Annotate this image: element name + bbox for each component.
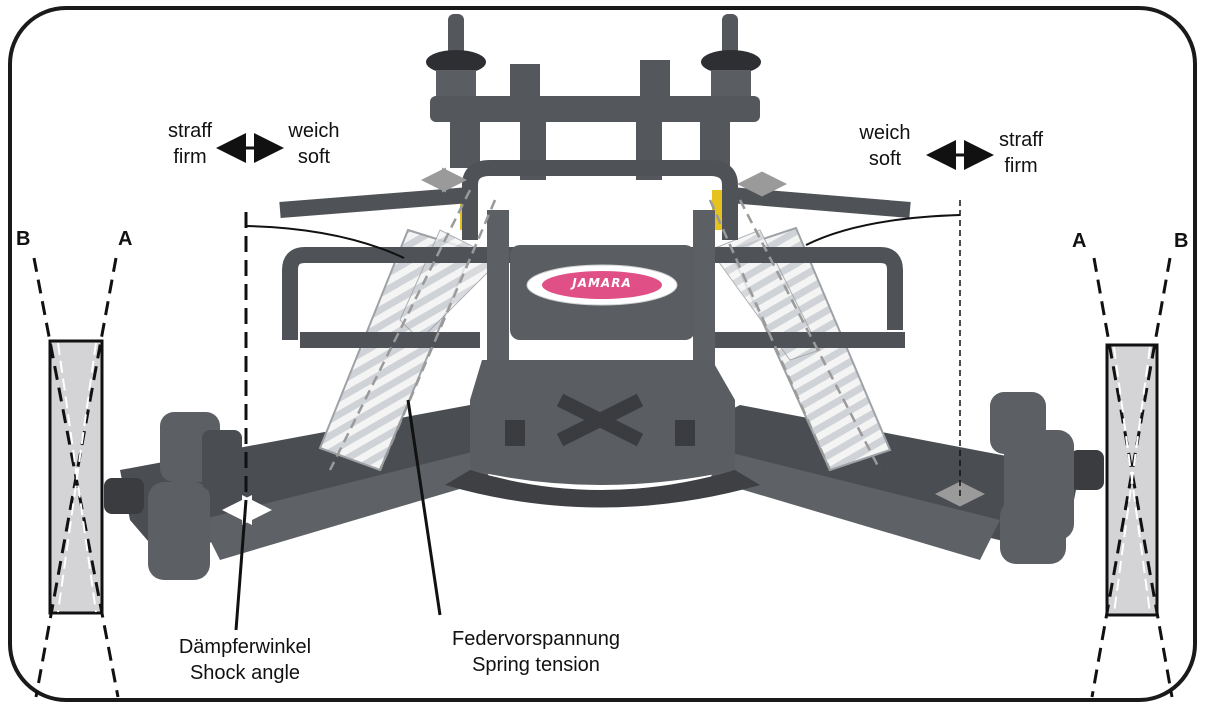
brand-badge-text: JAMARA xyxy=(572,276,632,290)
left-soft-en: soft xyxy=(297,146,331,168)
shock-angle-callout: Dämpferwinkel Shock angle xyxy=(160,634,330,686)
gray-adjust-arrows xyxy=(328,167,985,507)
spring-tension-callout: Federvorspannung Spring tension xyxy=(430,626,642,678)
right-firm-de: straff xyxy=(998,129,1044,151)
right-tire-camber xyxy=(1090,257,1174,698)
brand-badge xyxy=(510,245,695,340)
front-bumper-bars xyxy=(487,210,715,372)
shock-angle-en: Shock angle xyxy=(189,662,301,684)
left-firm-en: firm xyxy=(173,146,207,168)
left-soft-label: weich soft xyxy=(282,118,346,170)
right-soft-de: weich xyxy=(859,122,911,144)
left-soft-de: weich xyxy=(288,120,340,142)
right-firm-en: firm xyxy=(1004,155,1038,177)
right-tire-label-b: B xyxy=(1174,230,1189,252)
skid-plate xyxy=(445,360,760,508)
shock-angle-leader xyxy=(234,499,248,631)
left-tire-camber xyxy=(32,257,120,698)
right-tire-label-a: A xyxy=(1072,230,1087,252)
wheel-hubs xyxy=(148,392,1074,580)
front-bumper xyxy=(279,160,911,348)
left-firm-de: straff xyxy=(167,120,213,142)
spring-tension-en: Spring tension xyxy=(472,654,600,676)
right-soft-label: weich soft xyxy=(852,120,918,172)
left-tire-label-b: B xyxy=(16,228,31,250)
reference-lines xyxy=(244,200,961,500)
spring-tension-leader xyxy=(406,399,442,616)
right-firm-label: straff firm xyxy=(990,127,1052,179)
right-soft-en: soft xyxy=(868,148,902,170)
left-tire-label-a: A xyxy=(118,228,133,250)
spring-tension-de: Federvorspannung xyxy=(452,628,620,650)
body-mount-posts xyxy=(426,14,761,180)
shock-angle-de: Dämpferwinkel xyxy=(178,636,312,658)
suspension-arms xyxy=(104,405,1104,560)
left-firm-label: straff firm xyxy=(160,118,220,170)
